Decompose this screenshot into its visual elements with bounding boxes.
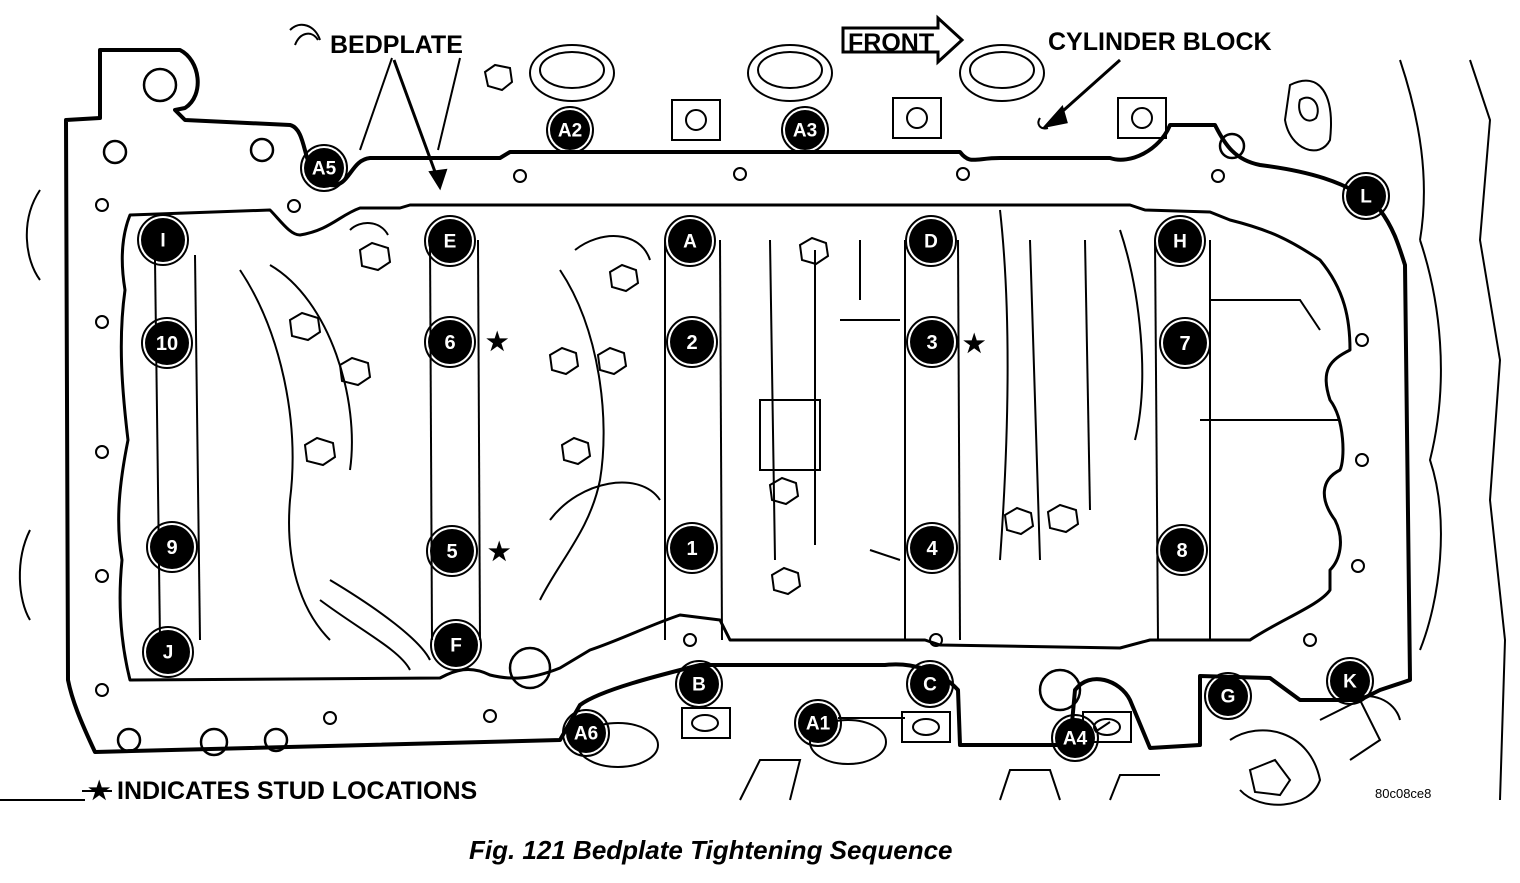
marker-F: F <box>430 619 482 671</box>
svg-text:A: A <box>683 232 697 253</box>
front-arrow: FRONT <box>841 14 965 66</box>
svg-text:4: 4 <box>926 538 938 560</box>
marker-I: I <box>137 214 189 266</box>
marker-1: 1 <box>666 522 718 574</box>
marker-6: 6 <box>424 316 476 368</box>
svg-text:9: 9 <box>166 537 177 559</box>
marker-J: J <box>142 626 194 678</box>
bearing-cap-details <box>154 209 1340 671</box>
stud-star-5: ★ <box>488 538 511 566</box>
marker-A: A <box>664 215 716 267</box>
image-code: 80c08ce8 <box>1375 786 1431 801</box>
svg-text:A5: A5 <box>312 159 337 180</box>
bedplate-label: BEDPLATE <box>330 31 463 59</box>
marker-B: B <box>675 660 723 708</box>
marker-C: C <box>906 660 954 708</box>
svg-text:H: H <box>1173 232 1187 253</box>
marker-H: H <box>1154 215 1206 267</box>
stud-note-star: ★ <box>88 777 111 805</box>
cylinder-block-leader <box>1037 58 1121 130</box>
crankcase-opening <box>117 203 1352 682</box>
stud-note-label: INDICATES STUD LOCATIONS <box>117 777 477 805</box>
flange-small-holes <box>95 167 1369 725</box>
cylinder-block-label: CYLINDER BLOCK <box>1048 28 1272 56</box>
svg-text:8: 8 <box>1176 540 1187 562</box>
marker-leaders <box>838 717 1111 733</box>
svg-text:E: E <box>444 232 457 253</box>
marker-4: 4 <box>906 522 958 574</box>
marker-10: 10 <box>141 317 193 369</box>
svg-text:A4: A4 <box>1063 729 1088 750</box>
marker-9: 9 <box>146 521 198 573</box>
svg-text:2: 2 <box>686 332 697 354</box>
stud-star-6: ★ <box>486 328 509 356</box>
marker-D: D <box>905 215 957 267</box>
marker-2: 2 <box>666 316 718 368</box>
marker-G: G <box>1204 672 1252 720</box>
marker-7: 7 <box>1159 317 1211 369</box>
svg-text:5: 5 <box>446 541 457 563</box>
engine-line-art <box>0 23 1507 806</box>
marker-A2: A2 <box>546 106 594 154</box>
svg-text:A2: A2 <box>558 121 582 142</box>
marker-L: L <box>1342 172 1390 220</box>
figure-caption: Fig. 121 Bedplate Tightening Sequence <box>469 835 953 865</box>
marker-A5: A5 <box>300 144 348 192</box>
svg-text:1: 1 <box>686 538 697 560</box>
marker-E: E <box>424 215 476 267</box>
svg-text:C: C <box>923 675 937 696</box>
marker-3: 3 <box>906 316 958 368</box>
svg-text:3: 3 <box>926 332 937 354</box>
svg-text:B: B <box>692 675 706 696</box>
svg-text:A3: A3 <box>793 121 817 142</box>
svg-text:I: I <box>160 231 165 252</box>
front-label: FRONT <box>848 29 934 57</box>
svg-text:K: K <box>1343 672 1357 693</box>
bedplate-outline <box>64 48 1412 754</box>
marker-A4: A4 <box>1051 714 1099 762</box>
svg-text:L: L <box>1360 187 1372 208</box>
svg-text:A1: A1 <box>806 714 831 735</box>
bedplate-leader-lines <box>359 57 461 191</box>
marker-A1: A1 <box>794 699 842 747</box>
marker-A6: A6 <box>562 709 610 757</box>
marker-5: 5 <box>426 525 478 577</box>
svg-text:7: 7 <box>1179 333 1190 355</box>
marker-K: K <box>1326 657 1374 705</box>
stud-star-3: ★ <box>963 330 986 358</box>
marker-8: 8 <box>1156 524 1208 576</box>
svg-text:A6: A6 <box>574 724 598 745</box>
svg-text:6: 6 <box>444 332 455 354</box>
svg-text:G: G <box>1221 687 1236 708</box>
svg-text:F: F <box>450 636 462 657</box>
svg-text:J: J <box>163 643 174 664</box>
svg-text:10: 10 <box>156 333 178 355</box>
svg-text:D: D <box>924 232 938 253</box>
marker-A3: A3 <box>781 106 829 154</box>
flange-bolt-holes <box>102 67 1246 757</box>
